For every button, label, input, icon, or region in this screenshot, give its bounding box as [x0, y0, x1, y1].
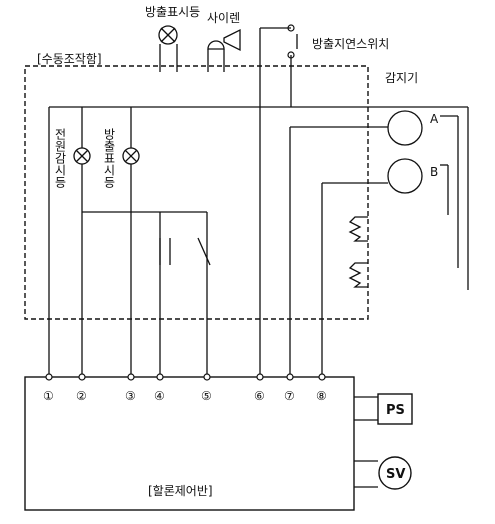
- siren-label: 사이렌: [207, 11, 240, 25]
- control-panel-label: [할론제어반]: [148, 484, 213, 498]
- manual-box-outline: [24, 65, 369, 320]
- detector-label: 감지기: [385, 71, 418, 85]
- sv-circle: [378, 456, 412, 490]
- terminal-number-6: ⑥: [254, 389, 265, 403]
- terminal-5: [203, 373, 211, 381]
- terminal-number-1: ①: [43, 389, 54, 403]
- terminal-number-7: ⑦: [284, 389, 295, 403]
- terminal-3: [127, 373, 135, 381]
- resistor-2: [348, 262, 368, 288]
- detector-a-label: A: [430, 112, 439, 126]
- terminal-number-8: ⑧: [316, 389, 327, 403]
- discharge-lamp-label: 방출표시등: [102, 128, 116, 188]
- terminal-number-3: ③: [125, 389, 136, 403]
- control-panel-outline: [24, 376, 355, 511]
- power-lamp-label: 전원감시등: [53, 128, 67, 188]
- detector-b-icon: [387, 158, 423, 194]
- terminal-number-5: ⑤: [201, 389, 212, 403]
- ps-box: [377, 393, 413, 425]
- terminal-8: [318, 373, 326, 381]
- sv-label: SV: [386, 467, 405, 482]
- siren-icon: [207, 40, 225, 50]
- terminal-2: [78, 373, 86, 381]
- terminal-6: [256, 373, 264, 381]
- delay-switch-label: 방출지연스위치: [312, 37, 389, 51]
- terminal-4: [156, 373, 164, 381]
- terminal-number-4: ④: [154, 389, 165, 403]
- detector-b-label: B: [430, 165, 438, 179]
- resistor-1: [348, 216, 368, 242]
- detector-a-icon: [387, 110, 423, 146]
- terminal-7: [286, 373, 294, 381]
- manual-box-label: [수동조작함]: [37, 52, 102, 66]
- terminal-number-2: ②: [76, 389, 87, 403]
- ps-label: PS: [386, 403, 405, 418]
- discharge-indicator-label: 방출표시등: [145, 5, 200, 19]
- terminal-1: [45, 373, 53, 381]
